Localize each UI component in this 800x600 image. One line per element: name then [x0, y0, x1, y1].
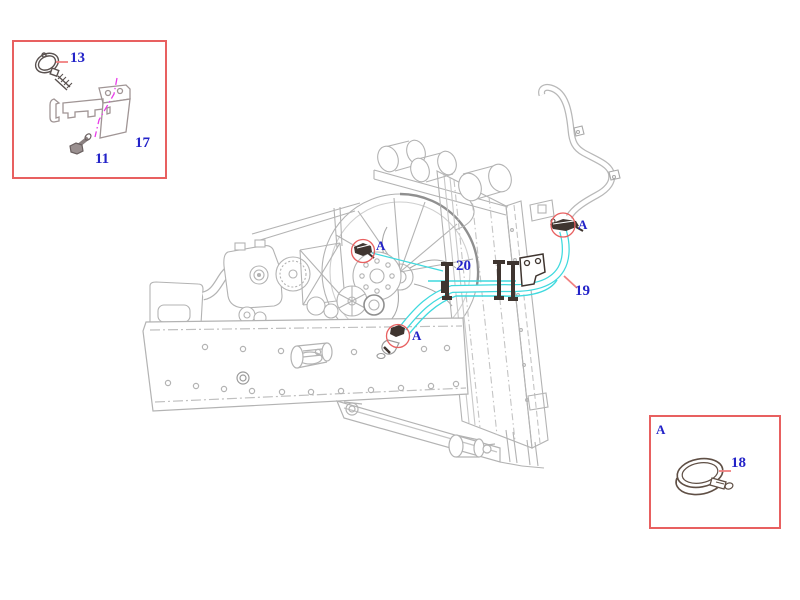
engine-assembly [149, 202, 402, 330]
bolt-11-drawing [69, 133, 92, 155]
bracket-17-drawing [49, 84, 131, 139]
label-part-17: 17 [135, 135, 151, 151]
radiator [373, 139, 555, 469]
inset-top-left: 13 17 11 [12, 40, 167, 179]
label-part-19: 19 [575, 283, 590, 299]
frame-skid [142, 317, 501, 463]
hose-clamp-18-drawing [675, 457, 734, 496]
detail-inset-frame [12, 40, 167, 179]
leader-19 [563, 275, 578, 289]
marker-a-upper: A [376, 238, 386, 253]
detail-callouts: A A A [350, 212, 588, 349]
part-labels-main: 20 19 [456, 258, 590, 299]
label-part-18: 18 [731, 455, 746, 471]
intake-tubes [377, 139, 512, 231]
label-part-11: 11 [95, 151, 109, 167]
label-view-a: A [656, 422, 666, 437]
callout-circle-pipe [550, 212, 576, 238]
marker-a-pipe: A [578, 217, 588, 232]
callout-circle-lower [385, 323, 411, 349]
clamp-glyph-lower [376, 325, 405, 360]
marker-a-lower: A [412, 328, 422, 343]
centerline-17 [94, 77, 118, 138]
coolant-hoses [371, 229, 570, 335]
detail-a-inset-frame [649, 415, 781, 529]
label-part-20: 20 [456, 258, 471, 274]
label-part-13: 13 [70, 50, 85, 66]
clamp-13-drawing [34, 52, 73, 91]
canister [290, 342, 333, 369]
inset-bottom-right: A 18 [649, 415, 781, 529]
steel-pipe [538, 83, 621, 219]
callout-circle-upper [350, 238, 376, 264]
